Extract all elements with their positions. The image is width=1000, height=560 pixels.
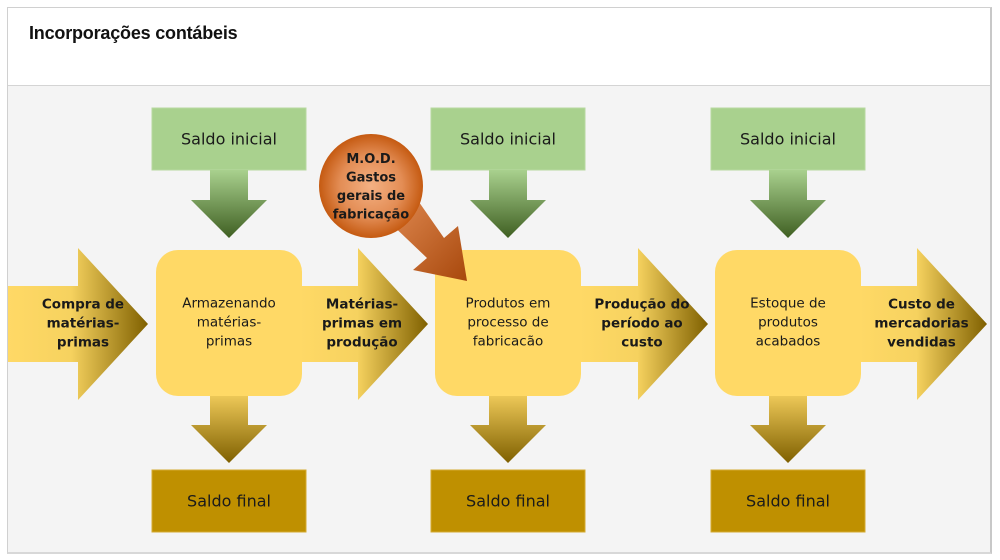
saldo-final-label-line: Saldo final (746, 492, 830, 511)
mod-circle (319, 134, 423, 238)
saldo-inicial-box: Saldo inicial (710, 107, 866, 171)
saldo-final-label: Saldo final (466, 492, 550, 511)
saldo-inicial-box: Saldo inicial (151, 107, 307, 171)
process-label-line: matérias- (197, 315, 262, 331)
saldo-final-rect (151, 469, 307, 533)
saldo-final-box: Saldo final (710, 469, 866, 533)
saldo-final-rect (710, 469, 866, 533)
process-label-line: primas (206, 334, 252, 350)
saldo-inicial-box: Saldo inicial (430, 107, 586, 171)
down-arrow-yellow (750, 385, 826, 463)
saldo-final-rect (430, 469, 586, 533)
diagram-title: Incorporações contábeis (29, 23, 238, 43)
title-area: Incorporações contábeis (8, 8, 990, 86)
mod-label-line: gerais de (337, 189, 405, 204)
mod-label-line: M.O.D. (346, 152, 395, 167)
saldo-final-label: Saldo final (187, 492, 271, 511)
process-label-line: fabricacão (473, 334, 544, 350)
saldo-final-label: Saldo final (746, 492, 830, 511)
saldo-final-label-line: Saldo final (187, 492, 271, 511)
flow-arrow-1: Compra de matérias-primas (8, 248, 148, 400)
process-label-line: Estoque de (750, 296, 826, 312)
saldo-inicial-label: Saldo inicial (740, 130, 836, 149)
saldo-inicial-rect (710, 107, 866, 171)
process-label: Produtos em processo de fabricacão (466, 296, 551, 350)
mod-label-line: fabricação (333, 207, 410, 222)
flow-arrow-label-line: vendidas (887, 335, 956, 351)
flow-arrow-shape (8, 248, 148, 400)
down-arrow-yellow (191, 385, 267, 463)
flow-arrow-label-line: Custo de (888, 297, 955, 313)
saldo-inicial-label-line: Saldo inicial (460, 130, 556, 149)
mod-input: M.O.D. Gastos gerais de fabricação (319, 134, 467, 281)
saldo-inicial-label: Saldo inicial (181, 130, 277, 149)
flow-arrow-shape (580, 248, 708, 400)
process-box: Produtos em processo de fabricacão (435, 250, 581, 396)
flow-arrow-label: Compra de matérias-primas (42, 297, 124, 351)
flow-arrow-label-line: Compra de (42, 297, 124, 313)
process-label-line: processo de (467, 315, 548, 331)
saldo-final-box: Saldo final (430, 469, 586, 533)
saldo-inicial-label-line: Saldo inicial (740, 130, 836, 149)
process-label: Estoque de produtos acabados (750, 296, 826, 350)
down-arrow-green (191, 170, 267, 238)
flow-arrow-shape (860, 248, 987, 400)
saldo-inicial-label: Saldo inicial (460, 130, 556, 149)
flow-arrow-label-line: produção (326, 335, 397, 351)
down-arrow-green (470, 170, 546, 238)
process-rect (156, 250, 302, 396)
process-box: Estoque de produtos acabados (715, 250, 861, 396)
flow-arrow-label-line: primas em (322, 316, 402, 332)
mod-label: M.O.D. Gastos gerais de fabricação (333, 152, 410, 223)
saldo-final-box: Saldo final (151, 469, 307, 533)
flow-arrow-label-line: Produção do (594, 297, 689, 313)
process-label: Armazenando matérias-primas (182, 296, 276, 350)
process-label-line: Produtos em (466, 296, 551, 312)
flow-arrow-label: Custo de mercadorias vendidas (874, 297, 968, 351)
flow-arrow-shape (300, 248, 428, 400)
flow-arrow-label-line: custo (621, 335, 662, 351)
down-arrow-yellow (470, 385, 546, 463)
process-box: Armazenando matérias-primas (156, 250, 302, 396)
down-arrow-green (750, 170, 826, 238)
flow-arrow-2: Matérias-primas em produção (300, 248, 428, 400)
flow-arrow-label: Produção do período ao custo (594, 297, 689, 351)
flow-arrow-label-line: período ao (601, 316, 682, 332)
mod-label-line: Gastos (346, 170, 396, 185)
flow-arrow-3: Produção do período ao custo (580, 248, 708, 400)
flow-arrow-4: Custo de mercadorias vendidas (860, 248, 987, 400)
saldo-inicial-label-line: Saldo inicial (181, 130, 277, 149)
flow-arrow-label-line: matérias- (47, 316, 120, 332)
flow-arrow-label-line: mercadorias (874, 316, 968, 332)
saldo-final-label-line: Saldo final (466, 492, 550, 511)
process-rect (435, 250, 581, 396)
flow-arrow-label-line: primas (57, 335, 109, 351)
process-rect (715, 250, 861, 396)
process-label-line: acabados (756, 334, 821, 350)
flow-arrow-label: Matérias-primas em produção (322, 297, 402, 351)
process-label-line: Armazenando (182, 296, 276, 312)
process-label-line: produtos (758, 315, 818, 331)
flow-arrow-label-line: Matérias- (326, 297, 398, 313)
